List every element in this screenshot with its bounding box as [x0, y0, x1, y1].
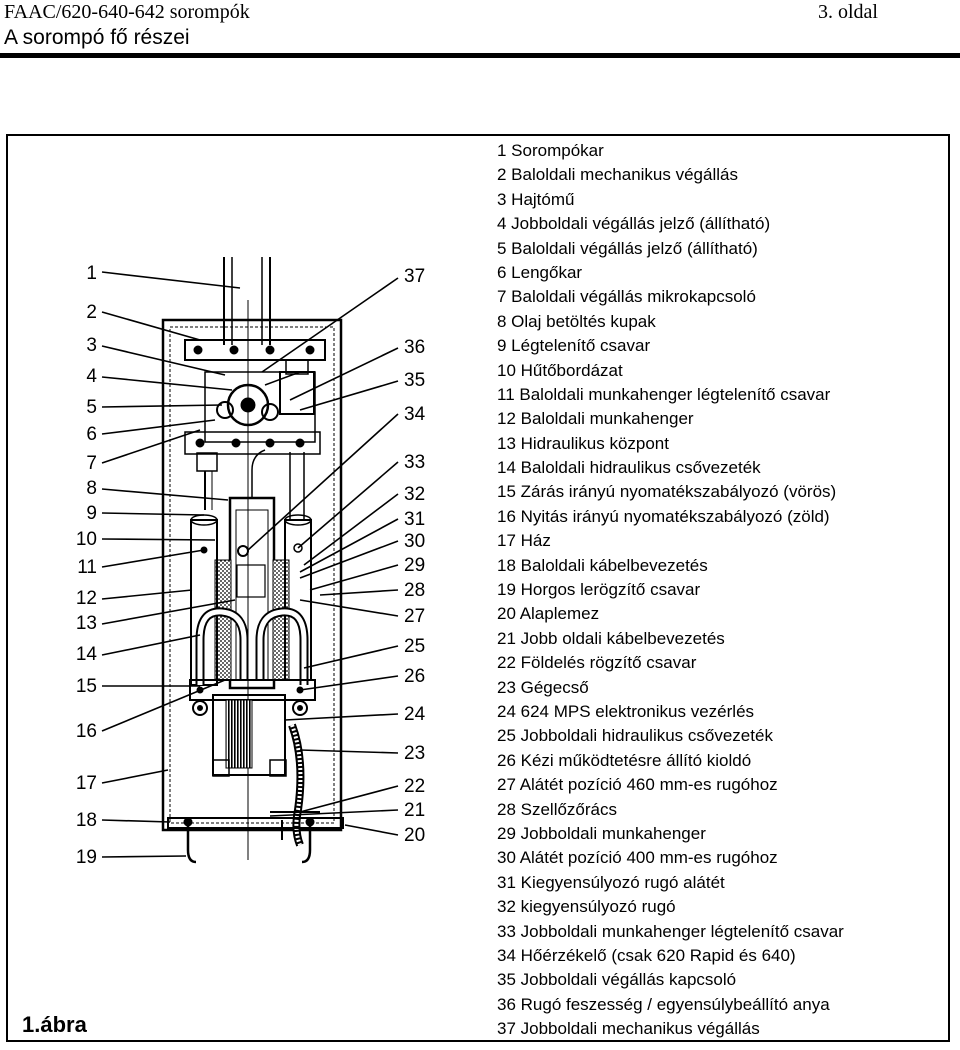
legend-item: 19 Horgos lerögzítő csavar: [497, 580, 701, 600]
callout-20: 20: [404, 825, 425, 846]
legend-item: 30 Alátét pozíció 400 mm-es rugóhoz: [497, 848, 778, 868]
callout-12: 12: [76, 588, 97, 609]
callout-17: 17: [76, 773, 97, 794]
callout-22: 22: [404, 776, 425, 797]
callout-11: 11: [77, 557, 97, 578]
figure-frame: [6, 134, 950, 1042]
legend-item: 16 Nyitás irányú nyomatékszabályozó (zöl…: [497, 506, 830, 526]
callout-36: 36: [404, 337, 425, 358]
legend-item: 12 Baloldali munkahenger: [497, 409, 694, 429]
callout-13: 13: [76, 613, 97, 634]
callout-10: 10: [76, 529, 97, 550]
callout-21: 21: [404, 800, 425, 821]
page-number: 3. oldal: [818, 1, 878, 23]
legend-item: 32 kiegyensúlyozó rugó: [497, 897, 676, 917]
legend-item: 8 Olaj betöltés kupak: [497, 311, 656, 331]
callout-26: 26: [404, 666, 425, 687]
legend-item: 34 Hőérzékelő (csak 620 Rapid és 640): [497, 945, 796, 965]
callout-2: 2: [86, 302, 97, 323]
barrier-housing: [161, 257, 344, 864]
legend-item: 4 Jobboldali végállás jelző (állítható): [497, 214, 771, 234]
legend-item: 27 Alátét pozíció 460 mm-es rugóhoz: [497, 775, 778, 795]
callout-14: 14: [76, 644, 98, 665]
legend-item: 9 Légtelenítő csavar: [497, 336, 651, 356]
callout-35: 35: [404, 370, 425, 391]
legend-item: 2 Baloldali mechanikus végállás: [497, 165, 738, 185]
legend-item: 1 Sorompókar: [497, 141, 604, 160]
callout-18: 18: [76, 810, 97, 831]
callout-8: 8: [86, 478, 97, 499]
callout-23: 23: [404, 743, 425, 764]
callout-19: 19: [76, 847, 97, 868]
legend-item: 33 Jobboldali munkahenger légtelenítő cs…: [497, 921, 844, 941]
legend-item: 20 Alaplemez: [497, 604, 600, 624]
callout-30: 30: [404, 531, 425, 552]
callout-numbers-right: 37 36 35 34 33 32 31 30 29 28 27 25 26 2…: [404, 266, 426, 846]
callout-1: 1: [86, 263, 97, 284]
legend-item: 5 Baloldali végállás jelző (állítható): [497, 238, 758, 258]
legend-item: 31 Kiegyensúlyozó rugó alátét: [497, 872, 725, 892]
section-title: A sorompó fő részei: [4, 26, 190, 49]
callout-6: 6: [86, 424, 97, 445]
legend-item: 3 Hajtómű: [497, 189, 575, 209]
legend-item: 15 Zárás irányú nyomatékszabályozó (vörö…: [497, 482, 837, 502]
legend-item: 37 Jobboldali mechanikus végállás: [497, 1019, 760, 1039]
callout-32: 32: [404, 484, 425, 505]
callout-15: 15: [76, 676, 97, 697]
legend-item: 26 Kézi működtetésre állító kioldó: [497, 750, 752, 770]
callout-37: 37: [404, 266, 425, 287]
legend-item: 13 Hidraulikus központ: [497, 433, 669, 453]
header-rule: [0, 53, 960, 58]
callout-numbers-left: 1 2 3 4 5 6 7 8 9 10 11 12 13 14 15 16 1…: [76, 263, 98, 868]
callout-25: 25: [404, 636, 425, 657]
legend-item: 21 Jobb oldali kábelbevezetés: [497, 628, 725, 648]
callout-27: 27: [404, 606, 425, 627]
figure-label: 1.ábra: [22, 1012, 87, 1037]
callout-24: 24: [404, 704, 426, 725]
legend-item: 17 Ház: [497, 531, 551, 551]
callout-9: 9: [86, 503, 97, 524]
callout-28: 28: [404, 580, 425, 601]
parts-legend: 1 Sorompókar 2 Baloldali mechanikus végá…: [497, 139, 844, 1041]
callout-31: 31: [404, 509, 425, 530]
legend-item: 14 Baloldali hidraulikus csővezeték: [497, 458, 761, 478]
callout-5: 5: [86, 397, 97, 418]
legend-item: 29 Jobboldali munkahenger: [497, 823, 706, 843]
legend-item: 23 Gégecső: [497, 677, 589, 697]
callout-16: 16: [76, 721, 97, 742]
callout-3: 3: [86, 335, 97, 356]
legend-item: 10 Hűtőbordázat: [497, 360, 623, 380]
callout-34: 34: [404, 404, 426, 425]
callout-leader-lines: [101, 271, 399, 858]
legend-item: 25 Jobboldali hidraulikus csővezeték: [497, 726, 773, 746]
legend-item: 22 Földelés rögzítő csavar: [497, 653, 697, 673]
document-title: FAAC/620-640-642 sorompók: [4, 1, 250, 23]
callout-29: 29: [404, 555, 425, 576]
legend-item: 36 Rugó feszesség / egyensúlybeállító an…: [497, 994, 830, 1014]
legend-item: 7 Baloldali végállás mikrokapcsoló: [497, 287, 756, 307]
legend-item: 24 624 MPS elektronikus vezérlés: [497, 701, 755, 721]
legend-item: 6 Lengőkar: [497, 262, 583, 282]
callout-33: 33: [404, 452, 425, 473]
callout-4: 4: [86, 366, 97, 387]
legend-item: 35 Jobboldali végállás kapcsoló: [497, 970, 737, 990]
legend-item: 11 Baloldali munkahenger légtelenítő csa…: [497, 384, 831, 404]
callout-7: 7: [86, 453, 97, 474]
legend-item: 18 Baloldali kábelbevezetés: [497, 555, 708, 575]
legend-item: 28 Szellőzőrács: [497, 799, 618, 819]
